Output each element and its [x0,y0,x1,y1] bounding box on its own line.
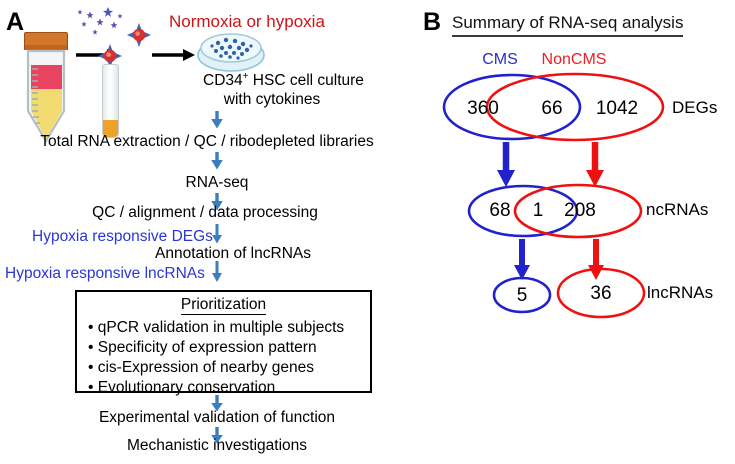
prioritization-item: • cis-Expression of nearby genes [88,359,314,377]
step-annotation-lncrnas: Annotation of lncRNAs [155,245,311,262]
culture-cd34-superscript: + [242,71,249,82]
panel-a-letter: A [6,8,25,36]
culture-rest-text: HSC cell culture [248,72,364,90]
venn-value-degs-noncms-only: 1042 [595,98,639,119]
outcome-mechanistic-investigations: Mechanistic investigations [126,437,308,454]
tube-cap-rim [24,45,68,50]
venn-value-ncrnas-cms-only: 68 [489,200,511,221]
arrow-down-a3 [211,193,223,211]
arrow-down-a4 [212,224,222,244]
culture-line-1: CD34+ HSC cell culture [203,71,364,90]
conical-tube-graphic [22,32,70,144]
venn-degs [442,72,665,142]
prioritization-box: Prioritization • qPCR validation in mult… [75,290,372,396]
cytokine-particles-icon [77,7,123,35]
venn-row-label-degs: DEGs [672,98,718,117]
tube-body [26,49,66,144]
venn-row-label-lncrnas: lncRNAs [647,283,714,302]
step-qc-alignment: QC / alignment / data processing [92,204,318,221]
venn-lncrnas [492,267,646,319]
step-total-rna-extraction: Total RNA extraction / QC / ribodepleted… [40,133,374,150]
venn-ncrnas [467,183,643,239]
hsc-cell-icon-upper [127,23,151,47]
venn-value-lncrnas-cms-only: 5 [516,285,528,306]
prioritization-item: • qPCR validation in multiple subjects [88,318,345,336]
arrow-down-a7 [211,427,223,444]
venn-ellipse-cms [442,73,582,141]
culture-tube-fill [103,120,118,137]
venn-value-ncrnas-overlap: 1 [532,200,544,221]
label-hypoxia-responsive-degs: Hypoxia responsive DEGs [32,228,213,245]
prioritization-title: Prioritization [180,296,267,315]
venn-value-ncrnas-noncms-only: 208 [564,200,596,221]
prioritization-item: • Specificity of expression pattern [88,338,317,356]
culture-tube-graphic [102,64,119,138]
culture-cd34-text: CD34 [203,72,243,90]
arrow-down-a5 [212,261,222,282]
arrow-down-b-noncms-1 [586,142,604,187]
venn-value-lncrnas-noncms-only: 36 [590,283,612,304]
culture-line-2: with cytokines [223,91,321,108]
step-rna-seq: RNA-seq [185,174,249,191]
venn-value-degs-cms-only: 360 [467,98,499,119]
arrow-right-2 [152,49,195,61]
arrow-down-a6 [211,395,223,412]
group-label-cms: CMS [482,51,518,68]
venn-ellipse-noncms [513,183,643,239]
arrow-down-a1 [211,111,223,129]
panel-b-letter: B [423,8,442,36]
label-hypoxia-responsive-lncrnas: Hypoxia responsive lncRNAs [5,265,205,282]
hsc-cell-icon-lower [98,44,122,68]
panel-b-title: Summary of RNA-seq analysis [452,13,684,37]
venn-value-degs-overlap: 66 [541,98,563,119]
venn-row-label-ncrnas: ncRNAs [646,200,709,219]
venn-ellipse-cms [492,276,552,314]
petri-dish-icon [197,33,265,72]
venn-ellipse-noncms [485,72,665,142]
headline-normoxia-hypoxia: Normoxia or hypoxia [169,12,325,31]
venn-ellipse-cms [467,184,579,238]
venn-ellipse-noncms [556,267,646,319]
prioritization-item: • Evolutionary conservation [88,379,276,397]
outcome-experimental-validation: Experimental validation of function [98,409,336,426]
arrow-down-b-cms-1 [497,142,515,187]
group-label-noncms: NonCMS [541,51,607,68]
arrow-down-a2 [211,152,223,170]
arrow-down-b-cms-2 [514,239,530,280]
